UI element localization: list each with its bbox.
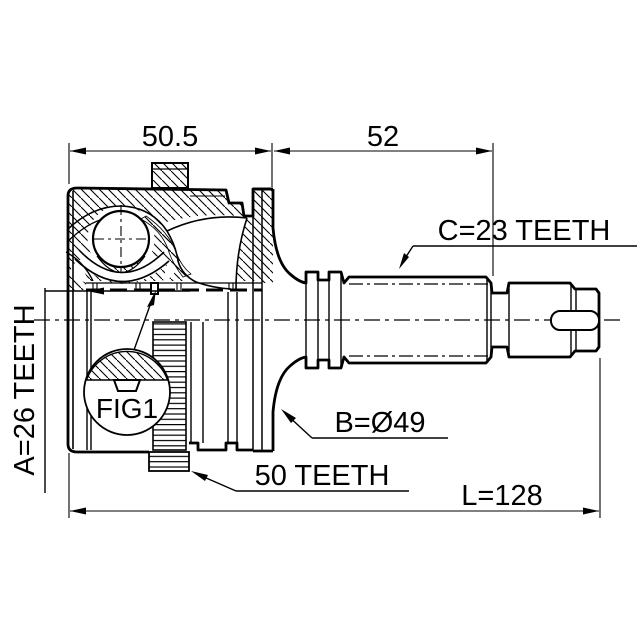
- dim-top-left: 50.5: [68, 121, 273, 187]
- label-shaft-spline: C=23 TEETH: [399, 215, 637, 269]
- bell-outline: [66, 186, 273, 454]
- shaft-end-slot: [550, 310, 600, 331]
- label-abs-ring: 50 TEETH: [191, 460, 409, 492]
- bell-housing-section: [65, 188, 273, 295]
- label-body-diameter: B=Ø49: [281, 407, 448, 439]
- label-inner-spline: A=26 TEETH: [9, 287, 190, 493]
- shaft-spline-pitch-lines: [349, 283, 489, 357]
- fig1-leader-arrow: [147, 290, 156, 307]
- highlighted-spline-tooth: [150, 282, 159, 295]
- dim-top-right-value: 52: [367, 121, 399, 153]
- dim-top-left-value: 50.5: [142, 121, 198, 153]
- fig1-tooth-profile: [112, 379, 142, 392]
- dim-overall-length-value: L=128: [461, 480, 542, 512]
- bore-spline-ticks: [92, 283, 234, 290]
- dim-top-right: 52: [274, 121, 494, 276]
- fig1-detail-callout: FIG1: [83, 290, 171, 436]
- fig1-tooth-section: [85, 350, 169, 381]
- label-shaft-spline-text: C=23 TEETH: [438, 215, 611, 247]
- abs-ring-section-top: [151, 162, 189, 189]
- dim-overall-length: L=128: [68, 358, 601, 518]
- fig1-label: FIG1: [96, 393, 158, 424]
- label-body-diameter-text: B=Ø49: [334, 407, 425, 439]
- label-inner-spline-text: A=26 TEETH: [9, 304, 41, 475]
- label-abs-ring-text: 50 TEETH: [255, 460, 390, 492]
